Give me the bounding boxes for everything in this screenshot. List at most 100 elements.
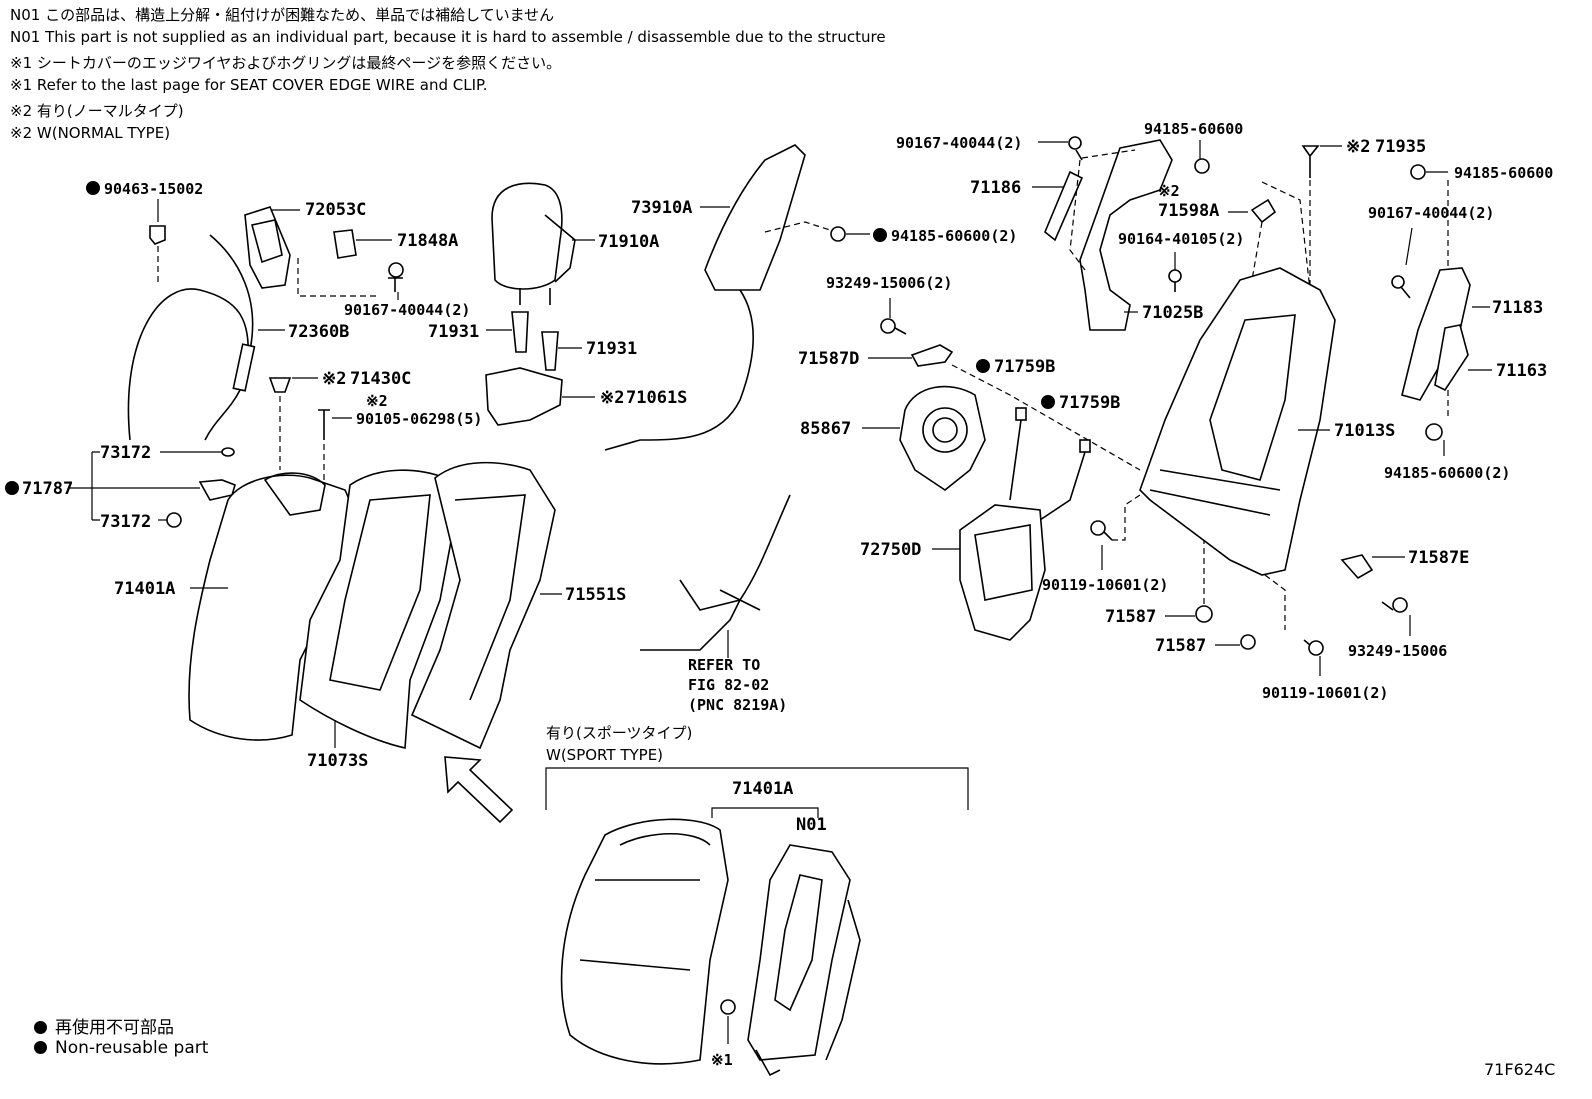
legend-non-reusable-jp: 再使用不可部品 — [34, 1013, 174, 1038]
part-label-73910a[interactable]: 73910A — [631, 198, 692, 218]
part-label-93249-15006[interactable]: 93249-15006 — [1348, 642, 1447, 660]
part-label-93249-15006-2[interactable]: 93249-15006(2) — [826, 274, 952, 292]
part-label-71598a[interactable]: 71598A — [1158, 201, 1219, 221]
part-label-73172-b[interactable]: 73172 — [100, 512, 151, 532]
legend-non-reusable-en: Non-reusable part — [34, 1038, 208, 1058]
guide-71931-a — [511, 311, 529, 353]
note-n01-en: N01 This part is not supplied as an indi… — [10, 28, 886, 46]
part-label-90164-40105-2[interactable]: 90164-40105(2) — [1118, 230, 1244, 248]
non-reusable-dot-94185 — [873, 228, 887, 242]
part-label-71183[interactable]: 71183 — [1492, 298, 1543, 318]
adjuster-72750d — [959, 504, 1046, 641]
part-label-71587e[interactable]: 71587E — [1408, 548, 1469, 568]
part-label-71025b[interactable]: 71025B — [1142, 303, 1203, 323]
mark-2-71935: ※2 — [1346, 137, 1370, 157]
clip-part — [149, 225, 166, 245]
part-label-90105-06298[interactable]: 90105-06298(5) — [356, 410, 482, 428]
part-label-72360b[interactable]: 72360B — [288, 322, 349, 342]
legend-jp-text: 再使用不可部品 — [55, 1018, 174, 1038]
part-label-71759b-b[interactable]: 71759B — [1059, 393, 1120, 413]
speaker-85867 — [899, 385, 986, 491]
knob-71598a — [1250, 198, 1277, 224]
clip-71430c — [268, 377, 292, 393]
bullet-dot-icon — [34, 1021, 47, 1034]
part-label-90463-15002[interactable]: 90463-15002 — [104, 180, 203, 198]
part-label-94185-60600-top[interactable]: 94185-60600 — [1144, 120, 1243, 138]
part-label-71787[interactable]: 71787 — [22, 479, 73, 499]
airbag-73910a — [704, 144, 806, 291]
connector-71787 — [198, 479, 236, 501]
sport-type-jp: 有り(スポーツタイプ) — [546, 724, 692, 742]
view-arrow — [444, 756, 514, 824]
note-n01-jp: N01 この部品は、構造上分解・組付けが困難なため、単品では補給していません — [10, 6, 555, 24]
part-label-71061s[interactable]: 71061S — [626, 388, 687, 408]
cover-71848a — [333, 229, 357, 259]
part-label-94185-60600-right[interactable]: 94185-60600 — [1454, 164, 1553, 182]
mark-2-71598a: ※2 — [1158, 182, 1180, 200]
part-label-71587-a[interactable]: 71587 — [1105, 607, 1156, 627]
sport-bracket — [545, 767, 969, 810]
part-label-71401a-sport[interactable]: 71401A — [732, 779, 793, 799]
part-label-71587-b[interactable]: 71587 — [1155, 636, 1206, 656]
part-label-71759b-a[interactable]: 71759B — [994, 357, 1055, 377]
refer-line-1[interactable]: REFER TO — [688, 656, 760, 674]
mark-1-edge-wire: ※1 — [711, 1051, 733, 1069]
part-label-71430c[interactable]: 71430C — [350, 369, 411, 389]
part-label-72053c[interactable]: 72053C — [305, 200, 366, 220]
part-label-71848a[interactable]: 71848A — [397, 231, 458, 251]
mark-2-90105: ※2 — [366, 392, 388, 410]
part-label-71013s[interactable]: 71013S — [1334, 421, 1395, 441]
note-2-en: ※2 W(NORMAL TYPE) — [10, 124, 171, 142]
note-1-en: ※1 Refer to the last page for SEAT COVER… — [10, 76, 488, 94]
part-label-71073s[interactable]: 71073S — [307, 751, 368, 771]
refer-line-2[interactable]: FIG 82-02 — [688, 676, 769, 694]
mark-2-71430c: ※2 — [322, 369, 346, 389]
bracket-71587e — [1340, 554, 1374, 580]
part-label-90167-40044-left[interactable]: 90167-40044(2) — [344, 301, 470, 319]
part-label-71931-b[interactable]: 71931 — [586, 339, 637, 359]
part-label-90167-40044-right[interactable]: 90167-40044(2) — [1368, 204, 1494, 222]
part-label-73172-a[interactable]: 73172 — [100, 443, 151, 463]
part-label-90119-10601-2-right[interactable]: 90119-10601(2) — [1262, 684, 1388, 702]
part-label-71910a[interactable]: 71910A — [598, 232, 659, 252]
part-label-90167-40044-top[interactable]: 90167-40044(2) — [896, 134, 1022, 152]
panel-71061s — [485, 367, 563, 426]
guide-71931-b — [541, 331, 559, 371]
part-label-71401a[interactable]: 71401A — [114, 579, 175, 599]
part-label-71931-a[interactable]: 71931 — [428, 322, 479, 342]
part-label-90119-10601-2-center[interactable]: 90119-10601(2) — [1042, 576, 1168, 594]
non-reusable-dot-71759b-b — [1041, 395, 1055, 409]
sport-type-en: W(SPORT TYPE) — [546, 746, 663, 764]
part-label-71186[interactable]: 71186 — [970, 178, 1021, 198]
figure-code: 71F624C — [1484, 1060, 1556, 1079]
bolt-90105 — [318, 409, 330, 440]
sport-seatback-cover — [560, 818, 729, 1065]
part-label-71935[interactable]: 71935 — [1375, 137, 1426, 157]
bracket-71025b — [1079, 139, 1173, 331]
refer-line-3[interactable]: (PNC 8219A) — [688, 696, 787, 714]
part-label-94185-60600-2-right[interactable]: 94185-60600(2) — [1384, 464, 1510, 482]
seatback-cover-71401a — [188, 474, 353, 741]
note-1-jp: ※1 シートカバーのエッジワイヤおよびホグリングは最終ページを参照ください。 — [10, 54, 562, 72]
non-reusable-dot — [86, 181, 100, 195]
part-label-72750d[interactable]: 72750D — [860, 540, 921, 560]
part-label-71587d[interactable]: 71587D — [798, 349, 859, 369]
part-label-n01[interactable]: N01 — [796, 815, 827, 835]
part-label-94185-60600-2-center[interactable]: 94185-60600(2) — [891, 227, 1017, 245]
non-reusable-dot-71787 — [5, 481, 19, 495]
bracket-71587d — [910, 344, 954, 367]
wire-72360b-b — [204, 234, 254, 441]
part-label-71551s[interactable]: 71551S — [565, 585, 626, 605]
wire-72360b — [127, 288, 250, 441]
non-reusable-dot-71759b-a — [976, 359, 990, 373]
pad-n01 — [747, 844, 851, 1061]
part-label-71163[interactable]: 71163 — [1496, 361, 1547, 381]
cover-71186 — [1044, 170, 1084, 242]
panel-72053c — [244, 206, 291, 289]
part-label-85867[interactable]: 85867 — [800, 419, 851, 439]
wire-harness — [640, 494, 791, 651]
seatback-pad-71073s — [299, 469, 456, 749]
mark-2-71061s: ※2 — [600, 388, 624, 408]
headrest-71910a — [491, 182, 563, 290]
